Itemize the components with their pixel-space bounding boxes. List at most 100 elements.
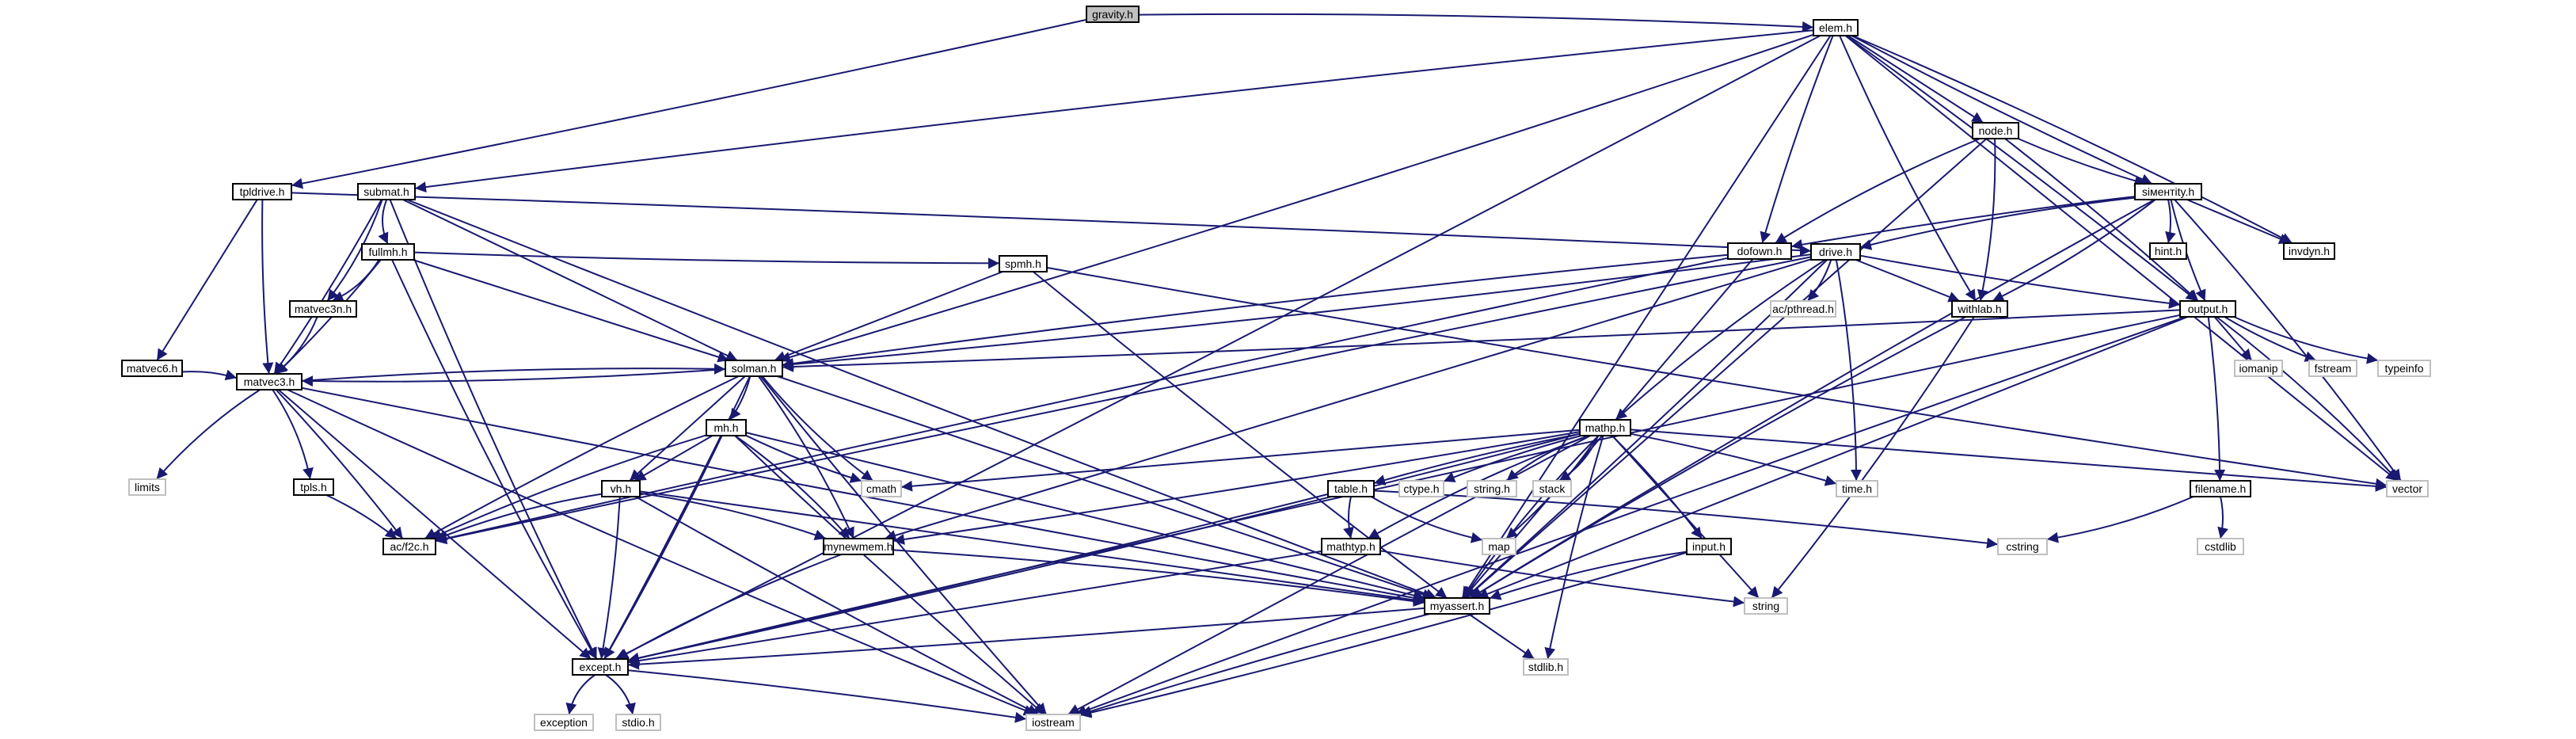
dependency-edge-vh_h-to-except_h: [597, 496, 621, 660]
node-label: vector: [2392, 482, 2422, 495]
node-matvec3_h[interactable]: matvec3.h: [236, 373, 302, 390]
dependency-edge-output_h-to-typeinfo: [2233, 316, 2379, 364]
node-typeinfo: typeinfo: [2377, 360, 2431, 377]
node-withlab_h[interactable]: withlab.h: [1951, 300, 2008, 318]
dependency-edge-table_h-to-cstring: [1373, 489, 1999, 549]
dependency-edge-mathp_h-to-string: [1611, 435, 1760, 599]
dependency-edge-matvec3_h-to-acf2c_h: [275, 389, 404, 539]
dependency-edge-solman_h-to-mynewmem_h: [758, 375, 855, 539]
node-table_h[interactable]: table.h: [1327, 480, 1375, 497]
dependency-edge-siment_h-to-withlab_h: [1992, 199, 2156, 302]
dependency-edge-matvec3_h-to-iostream: [287, 389, 1036, 716]
dependency-edge-filename_h-to-cstdlib: [2217, 496, 2228, 539]
node-vh_h[interactable]: vh.h: [601, 480, 641, 497]
node-node_h[interactable]: node.h: [1972, 122, 2019, 139]
dependency-edge-drive_h-to-acf2c_h: [435, 256, 1812, 545]
dependency-edge-solman_h-to-matvec3_h: [301, 368, 726, 387]
node-label: withlab.h: [1957, 303, 2001, 315]
dependency-edge-spmh_h-to-myassert_h: [1033, 271, 1448, 599]
node-solman_h[interactable]: solman.h: [725, 360, 783, 377]
dependency-edge-mathp_h-to-time_h: [1630, 432, 1837, 486]
dependency-edge-mh_h-to-vh_h: [634, 435, 713, 482]
node-label: submat.h: [363, 185, 409, 198]
dependency-edge-gravity_h-to-elem_h: [1138, 13, 1814, 32]
node-mathtyp_h[interactable]: mathtyp.h: [1321, 538, 1381, 555]
node-box: [2308, 360, 2357, 377]
dependency-edge-matvec3n_h-to-matvec3_h: [274, 316, 318, 375]
node-label: stdio.h: [622, 716, 654, 729]
node-matvec3n_h[interactable]: matvec3n.h: [289, 300, 357, 318]
dependency-edge-table_h-to-except_h: [627, 493, 1329, 664]
node-label: matvec3.h: [244, 375, 295, 388]
node-box: [1744, 597, 1788, 615]
dependency-edge-spmh_h-to-vector: [1046, 266, 2388, 489]
dependency-edge-myassert_h-to-stdlib_h: [1467, 613, 1535, 660]
node-filename_h[interactable]: filename.h: [2190, 480, 2251, 497]
node-input_h[interactable]: input.h: [1686, 538, 1732, 555]
dependency-edge-matvec3_h-to-limits: [155, 389, 261, 480]
node-label: ac/f2c.h: [390, 540, 428, 553]
node-siment_h[interactable]: siментity.h: [2134, 183, 2202, 200]
node-box: [861, 480, 902, 497]
node-label: node.h: [1979, 124, 2013, 137]
dependency-edge-matvec3_h-to-except_h: [277, 389, 592, 660]
node-box: [1025, 714, 1081, 731]
dependency-edge-siment_h-to-vector: [2174, 199, 2402, 482]
node-drive_h[interactable]: drive.h: [1810, 243, 1861, 261]
node-except_h[interactable]: except.h: [572, 658, 629, 676]
dependency-edge-output_h-to-solman_h: [782, 309, 2181, 373]
dependency-edge-spmh_h-to-solman_h: [774, 271, 1003, 362]
node-invdyn_h[interactable]: invdyn.h: [2283, 242, 2335, 260]
node-myassert_h[interactable]: myassert.h: [1424, 597, 1490, 615]
dependency-edge-node_h-to-output_h: [2004, 138, 2199, 302]
node-vector: vector: [2386, 480, 2429, 497]
node-mynewmem_h[interactable]: mynewmem.h: [823, 538, 894, 555]
node-box: [1972, 122, 2019, 139]
node-label: hint.h: [2155, 245, 2182, 257]
node-hint_h[interactable]: hint.h: [2149, 242, 2187, 260]
node-gravity_h[interactable]: gravity.h: [1086, 6, 1140, 23]
dependency-edge-filename_h-to-cstring: [2046, 496, 2194, 543]
node-box: [823, 538, 894, 555]
node-label: typeinfo: [2384, 362, 2423, 375]
node-box: [1398, 480, 1444, 497]
dependency-edge-mathp_h-to-cmath: [900, 429, 1581, 492]
node-label: myassert.h: [1430, 600, 1484, 612]
dependency-edge-node_h-to-myassert_h: [1465, 138, 1988, 599]
node-elem_h[interactable]: elem.h: [1813, 19, 1859, 36]
node-mh_h[interactable]: mh.h: [706, 419, 747, 436]
dependency-edge-submat_h-to-solman_h: [402, 199, 738, 361]
node-tpldrive_h[interactable]: tpldrive.h: [232, 183, 292, 200]
node-label: mathtyp.h: [1326, 540, 1375, 553]
dependency-edge-vh_h-to-myassert_h: [639, 490, 1425, 606]
node-submat_h[interactable]: submat.h: [357, 183, 416, 200]
node-box: [1532, 480, 1572, 497]
node-label: siментity.h: [2142, 185, 2194, 198]
node-mathp_h[interactable]: mathp.h: [1579, 419, 1631, 436]
node-box: [1579, 419, 1631, 436]
node-box: [1327, 480, 1375, 497]
node-spmh_h[interactable]: spmh.h: [999, 255, 1048, 272]
node-label: drive.h: [1819, 246, 1852, 258]
dependency-edge-solman_h-to-myassert_h: [777, 375, 1434, 600]
dependency-edge-tpls_h-to-acf2c_h: [325, 494, 398, 539]
node-tpls_h[interactable]: tpls.h: [293, 478, 334, 496]
node-output_h[interactable]: output.h: [2179, 300, 2236, 318]
dependency-edge-mh_h-to-myassert_h: [745, 432, 1425, 601]
node-acf2c_h[interactable]: ac/f2c.h: [382, 538, 436, 555]
node-label: solman.h: [732, 362, 777, 375]
node-box: [999, 255, 1048, 272]
node-box: [1086, 6, 1140, 23]
node-matvec6_h[interactable]: matvec6.h: [121, 360, 183, 377]
node-label: ac/pthread.h: [1772, 303, 1834, 315]
dependency-edge-drive_h-to-acpthread_h: [1806, 259, 1832, 302]
node-box: [1467, 480, 1517, 497]
node-label: tpls.h: [300, 481, 326, 493]
dependency-edge-dofown_h-to-solman_h: [782, 253, 1729, 369]
node-cmath: cmath: [861, 480, 902, 497]
node-dofown_h[interactable]: dofown.h: [1727, 242, 1792, 260]
dependency-edge-matvec3_h-to-tpls_h: [272, 389, 314, 480]
node-box: [1727, 242, 1792, 260]
dependency-edge-submat_h-to-matvec3_h: [273, 199, 382, 375]
node-fullmh_h[interactable]: fullmh.h: [361, 243, 415, 261]
